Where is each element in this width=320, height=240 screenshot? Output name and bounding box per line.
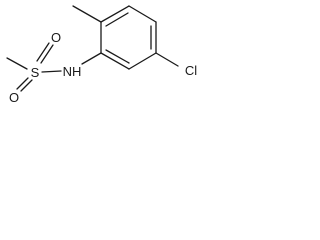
atom-label-layer: S O O NH Cl: [9, 30, 197, 105]
bond-sulfur-oxygen-top-a: [36, 42, 50, 62]
bond-ring-c3-c4: [128, 5, 157, 23]
bond-ring-chlorine: [155, 52, 179, 67]
bond-ring-inner-bottom: [105, 49, 130, 64]
chemical-structure: S O O NH Cl: [6, 5, 197, 105]
bond-layer: [6, 5, 179, 92]
bond-ring-c2-c3: [100, 5, 130, 23]
bond-methyl-sulfur: [6, 57, 28, 70]
bond-ring-c6-c1: [100, 52, 130, 70]
bond-ring-inner-left: [105, 12, 129, 27]
bond-sulfur-nitrogen: [41, 70, 62, 73]
bond-sulfur-oxygen-bottom-a: [16, 77, 29, 90]
chlorine-atom-label: Cl: [185, 63, 197, 78]
bond-sulfur-oxygen-top-b: [40, 44, 54, 64]
bond-ring-methyl: [72, 5, 102, 23]
bond-nitrogen-ring: [81, 52, 102, 65]
sulfur-atom-label: S: [31, 65, 40, 80]
bond-sulfur-oxygen-bottom-b: [20, 79, 33, 92]
bond-ring-c5-c6: [128, 52, 157, 70]
oxygen-top-atom-label: O: [51, 30, 61, 45]
oxygen-bottom-atom-label: O: [9, 90, 19, 105]
nitrogen-atom-label: NH: [63, 64, 82, 79]
